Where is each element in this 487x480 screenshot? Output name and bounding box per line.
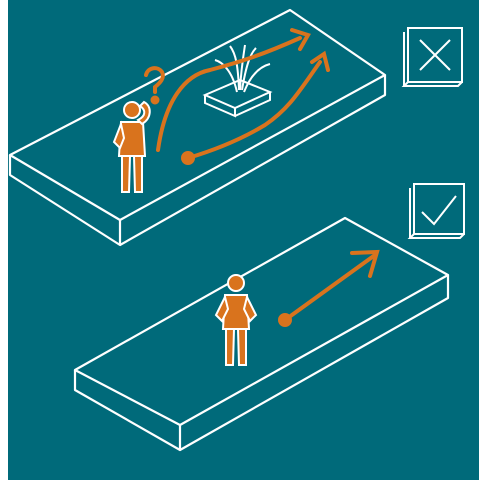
straight-start-dot (280, 315, 290, 325)
wander-start-dot (183, 153, 193, 163)
